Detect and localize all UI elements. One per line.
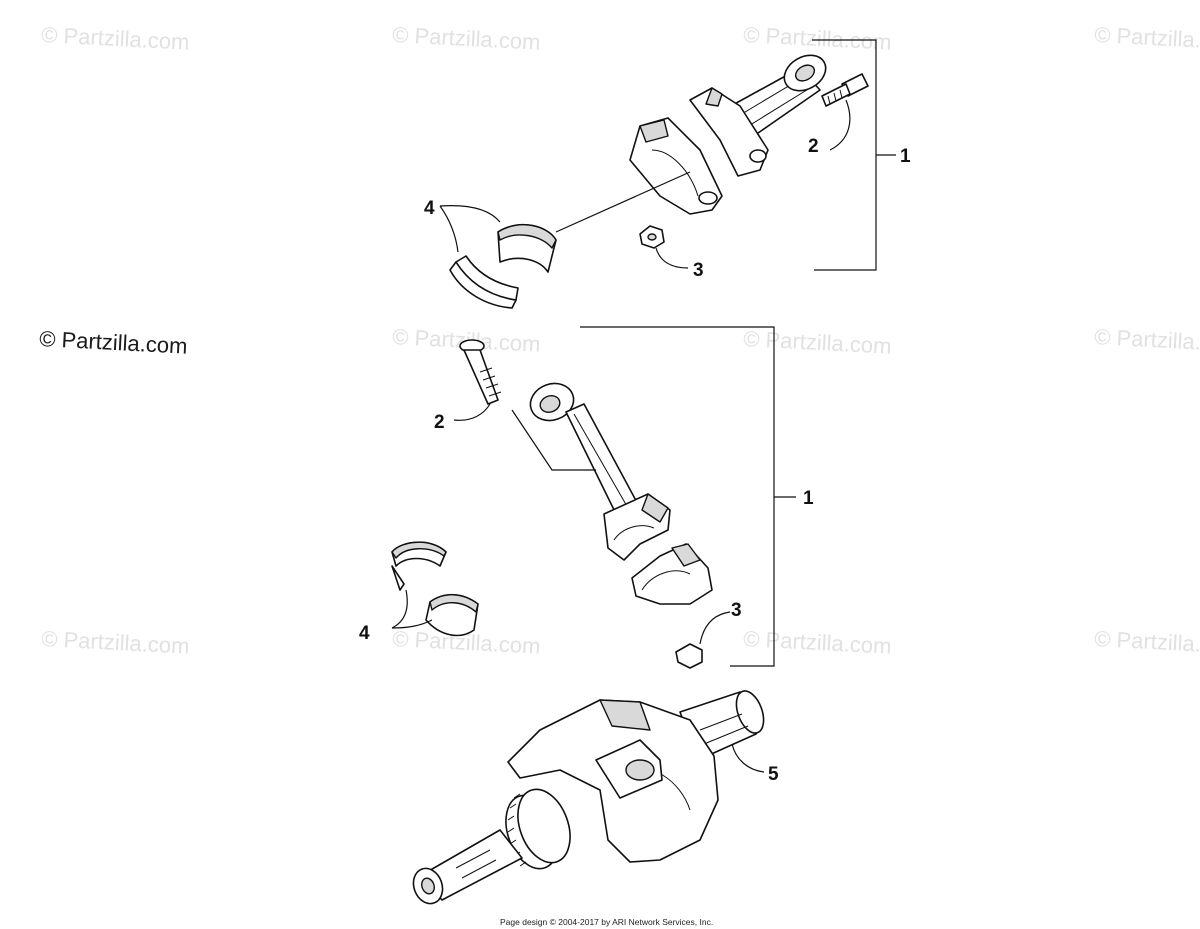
top-bearing-shells — [449, 223, 557, 309]
callout-1-top[interactable]: 1 — [900, 146, 911, 167]
crankshaft: 5 — [412, 690, 779, 905]
callout-4-top[interactable]: 4 — [424, 198, 435, 219]
callout-4-mid[interactable]: 4 — [359, 623, 370, 644]
callout-3-top[interactable]: 3 — [693, 260, 704, 281]
middle-rod-bolt — [459, 339, 502, 405]
page-footer: Page design © 2004-2017 by ARI Network S… — [500, 917, 714, 927]
top-rod-nut — [639, 225, 665, 249]
top-connecting-rod — [629, 54, 827, 215]
middle-rod-nut — [675, 643, 703, 669]
callout-2-mid[interactable]: 2 — [434, 412, 445, 433]
top-connecting-rod-assembly: 1 2 3 4 — [424, 39, 911, 309]
top-rod-bolt — [821, 73, 869, 107]
middle-connecting-rod-assembly: 1 2 3 4 — [359, 326, 814, 669]
middle-bearing-shells — [391, 541, 479, 637]
middle-rod-cap — [631, 543, 713, 605]
callout-2-top[interactable]: 2 — [808, 136, 819, 157]
callout-1-mid[interactable]: 1 — [803, 488, 814, 509]
callout-3-mid[interactable]: 3 — [731, 600, 742, 621]
middle-connecting-rod — [529, 382, 671, 561]
callout-5[interactable]: 5 — [768, 764, 779, 785]
crankshaft-timing-gear — [505, 788, 571, 870]
